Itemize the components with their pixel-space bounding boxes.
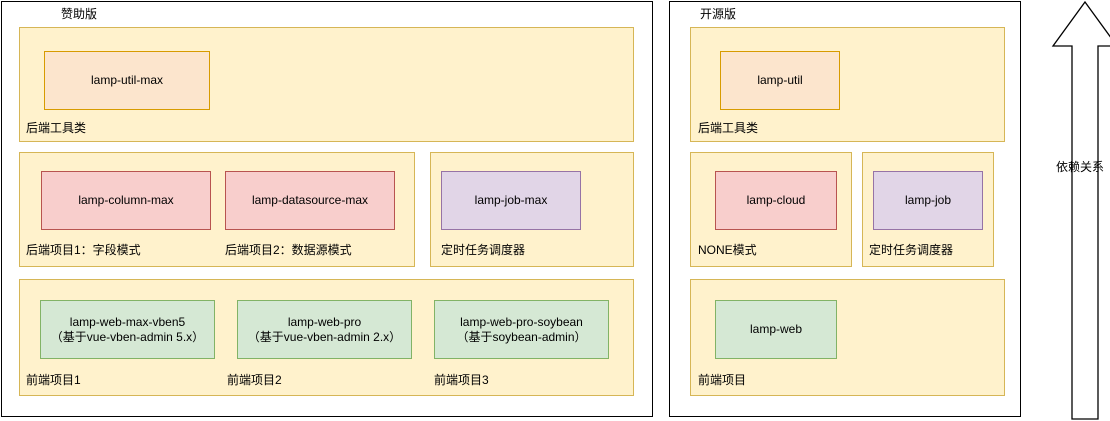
group-label-oss-backend-util: 后端工具类 <box>698 121 759 135</box>
module-lamp-web[interactable]: lamp-web <box>715 300 837 359</box>
module-lamp-job[interactable]: lamp-job <box>873 171 983 230</box>
module-lamp-web-max-vben5[interactable]: lamp-web-max-vben5 （基于vue-vben-admin 5.x… <box>40 300 215 359</box>
dependency-arrow-label: 依赖关系 <box>1055 160 1104 174</box>
module-lamp-cloud[interactable]: lamp-cloud <box>715 171 837 230</box>
group-label-sponsor-job: 定时任务调度器 <box>441 243 526 257</box>
module-lamp-column-max[interactable]: lamp-column-max <box>41 171 211 230</box>
group-label-oss-job: 定时任务调度器 <box>869 243 954 257</box>
group-label-sponsor-backend-util: 后端工具类 <box>26 121 87 135</box>
group-label-sponsor-backend-2: 后端项目2：数据源模式 <box>225 243 352 257</box>
group-label-oss-none-mode: NONE模式 <box>698 243 757 257</box>
module-lamp-web-pro[interactable]: lamp-web-pro （基于vue-vben-admin 2.x） <box>237 300 412 359</box>
group-label-frontend-2: 前端项目2 <box>227 373 282 387</box>
panel-opensource-title: 开源版 <box>700 7 737 21</box>
group-label-oss-frontend: 前端项目 <box>698 373 747 387</box>
group-label-frontend-3: 前端项目3 <box>434 373 489 387</box>
module-lamp-job-max[interactable]: lamp-job-max <box>441 171 581 230</box>
module-lamp-web-pro-soybean[interactable]: lamp-web-pro-soybean （基于soybean-admin） <box>434 300 609 359</box>
dependency-arrow-icon <box>1048 0 1110 421</box>
module-lamp-util[interactable]: lamp-util <box>720 51 840 110</box>
module-lamp-util-max[interactable]: lamp-util-max <box>44 51 210 110</box>
module-lamp-datasource-max[interactable]: lamp-datasource-max <box>225 171 395 230</box>
panel-sponsor-title: 赞助版 <box>61 7 98 21</box>
group-label-sponsor-backend-1: 后端项目1：字段模式 <box>26 243 141 257</box>
group-label-frontend-1: 前端项目1 <box>26 373 81 387</box>
